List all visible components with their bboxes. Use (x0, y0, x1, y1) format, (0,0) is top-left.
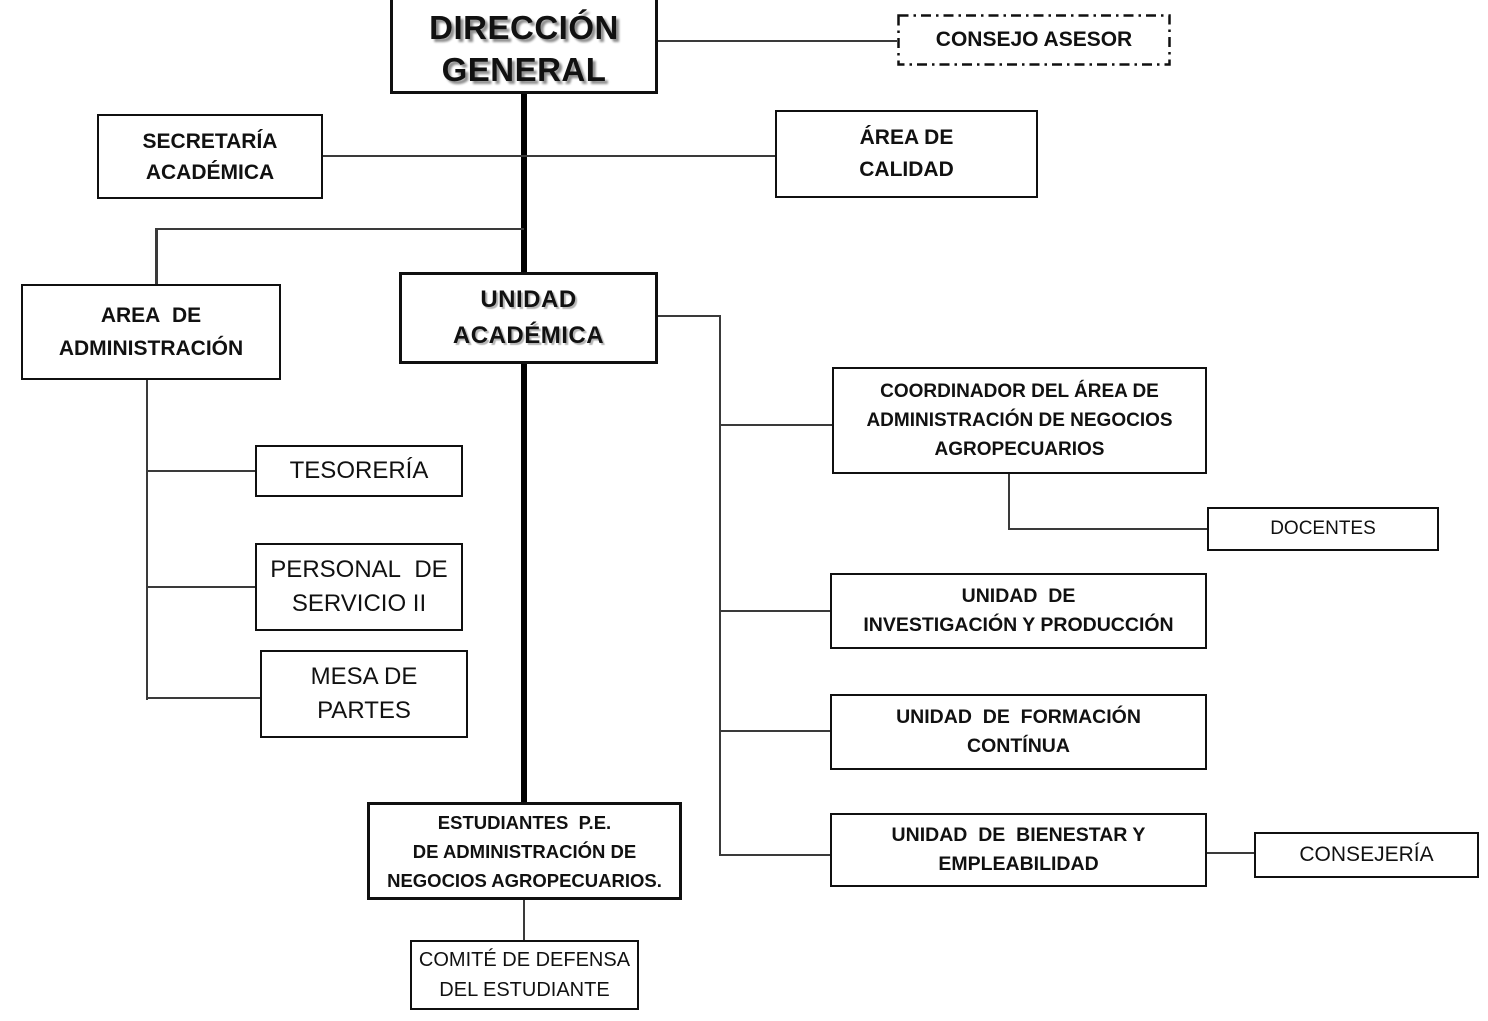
dash-dot-border (897, 14, 1171, 66)
box-area-de-calidad: ÁREA DE CALIDAD (775, 110, 1038, 198)
box-unidad-formacion-continua: UNIDAD DE FORMACIÓN CONTÍNUA (830, 694, 1207, 770)
box-secretaria-academica-label: SECRETARÍA ACADÉMICA (142, 129, 278, 184)
box-unidad-formacion-label: UNIDAD DE FORMACIÓN CONTÍNUA (896, 706, 1141, 757)
box-consejeria-label: CONSEJERÍA (1299, 843, 1434, 866)
connector-secretaria-calidad (323, 155, 775, 157)
connector-admin-personal (147, 586, 255, 588)
box-coordinador-negocios-agropecuarios: COORDINADOR DEL ÁREA DE ADMINISTRACIÓN D… (832, 367, 1207, 474)
box-mesa-de-partes-label: MESA DE PARTES (310, 663, 418, 724)
box-unidad-investigacion-produccion: UNIDAD DE INVESTIGACIÓN Y PRODUCCIÓN (830, 573, 1207, 649)
box-estudiantes-pe: ESTUDIANTES P.E. DE ADMINISTRACIÓN DE NE… (367, 802, 682, 900)
box-unidad-bienestar-empleabilidad: UNIDAD DE BIENESTAR Y EMPLEABILIDAD (830, 813, 1207, 887)
box-personal-de-servicio: PERSONAL DE SERVICIO II (255, 543, 463, 631)
box-unidad-academica: UNIDAD ACADÉMICA (399, 272, 658, 364)
connector-unidad-right-stem (719, 315, 721, 856)
box-docentes: DOCENTES (1207, 507, 1439, 551)
box-area-de-administracion-label: AREA DE ADMINISTRACIÓN (58, 304, 244, 360)
box-mesa-de-partes: MESA DE PARTES (260, 650, 468, 738)
box-area-de-administracion: AREA DE ADMINISTRACIÓN (21, 284, 281, 380)
connector-trunk-direccion-estudiantes (521, 94, 527, 802)
box-coordinador-label: COORDINADOR DEL ÁREA DE ADMINISTRACIÓN D… (866, 381, 1173, 460)
connector-estudiantes-comite (523, 900, 525, 940)
connector-admin-tesoreria (147, 470, 255, 472)
box-unidad-bienestar-label: UNIDAD DE BIENESTAR Y EMPLEABILIDAD (891, 824, 1146, 875)
connector-coordinador-docentes-vertical (1008, 474, 1010, 529)
box-tesoreria-label: TESORERÍA (289, 457, 429, 484)
connector-coordinador-docentes-horizontal (1008, 528, 1207, 530)
box-comite-defensa-label: COMITÉ DE DEFENSA DEL ESTUDIANTE (418, 949, 631, 1001)
box-personal-de-servicio-label: PERSONAL DE SERVICIO II (270, 556, 448, 617)
box-unidad-academica-label: UNIDAD ACADÉMICA (452, 286, 605, 349)
box-consejo-asesor-label: CONSEJO ASESOR (935, 28, 1133, 51)
connector-unidad-investigacion (719, 610, 830, 612)
box-comite-defensa-estudiante: COMITÉ DE DEFENSA DEL ESTUDIANTE (410, 940, 639, 1010)
box-docentes-label: DOCENTES (1270, 518, 1376, 539)
box-area-de-calidad-label: ÁREA DE CALIDAD (859, 126, 954, 181)
connector-unidad-formacion (719, 730, 830, 732)
connector-direccion-consejo (658, 40, 897, 42)
connector-unidad-coordinador (719, 424, 832, 426)
box-consejeria: CONSEJERÍA (1254, 832, 1479, 878)
box-tesoreria: TESORERÍA (255, 445, 463, 497)
connector-admin-stem (146, 380, 148, 700)
connector-admin-mesa (147, 697, 261, 699)
connector-trunk-admin-horizontal (156, 228, 524, 230)
box-consejo-asesor: CONSEJO ASESOR (897, 14, 1171, 66)
box-direccion-general: DIRECCIÓN GENERAL (390, 0, 658, 94)
box-unidad-investigacion-label: UNIDAD DE INVESTIGACIÓN Y PRODUCCIÓN (863, 585, 1174, 636)
box-estudiantes-pe-label: ESTUDIANTES P.E. DE ADMINISTRACIÓN DE NE… (387, 811, 662, 891)
connector-unidad-right-horizontal (658, 315, 720, 317)
connector-unidad-bienestar (719, 854, 830, 856)
connector-bienestar-consejeria (1205, 852, 1254, 854)
connector-trunk-admin-vertical (155, 228, 158, 286)
box-direccion-general-label: DIRECCIÓN GENERAL (429, 9, 619, 88)
box-secretaria-academica: SECRETARÍA ACADÉMICA (97, 114, 323, 199)
